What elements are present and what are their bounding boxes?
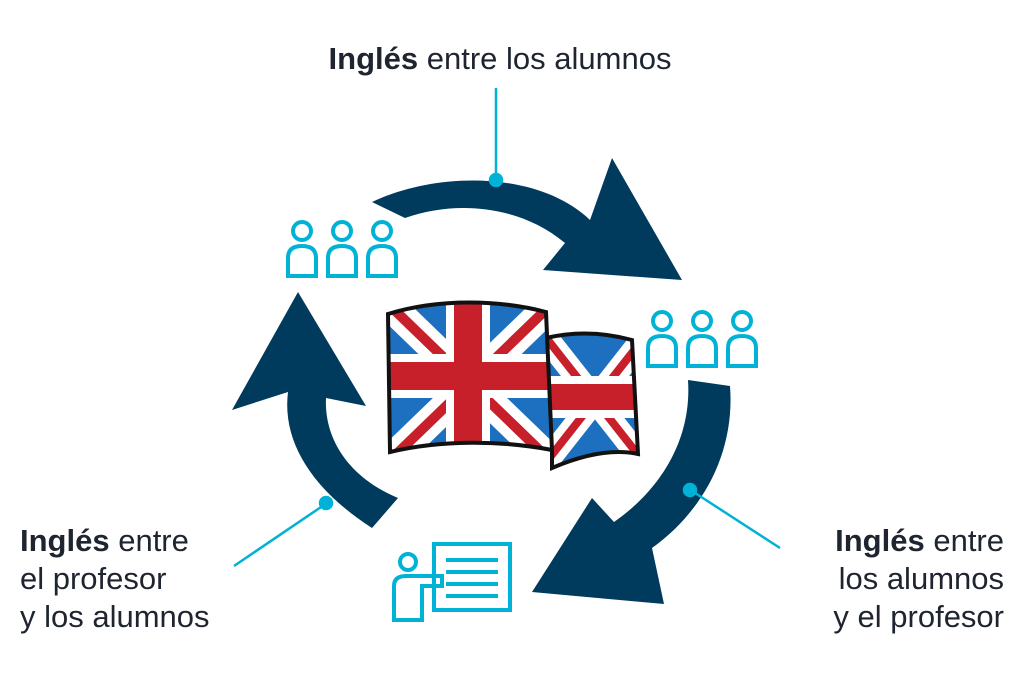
label-right-bold: Inglés bbox=[835, 523, 925, 558]
label-right: Inglés entre los alumnos y el profesor bbox=[780, 522, 1004, 636]
union-jack-flag-icon bbox=[385, 300, 641, 472]
label-right-line2: los alumnos bbox=[838, 561, 1004, 596]
connector-dot-left bbox=[318, 495, 334, 511]
label-left-bold: Inglés bbox=[20, 523, 110, 558]
label-top: Inglés entre los alumnos bbox=[0, 40, 1000, 78]
connector-line-left bbox=[233, 503, 325, 568]
connector-dot-right bbox=[682, 482, 698, 498]
connector-line-right bbox=[691, 489, 781, 550]
cycle-arrow-top bbox=[372, 158, 682, 280]
label-left: Inglés entre el profesor y los alumnos bbox=[20, 522, 210, 636]
label-left-line1-rest: entre bbox=[109, 523, 189, 558]
label-right-line3: y el profesor bbox=[833, 599, 1004, 634]
students-icon-right bbox=[646, 310, 758, 368]
label-top-bold: Inglés bbox=[328, 41, 419, 76]
students-icon bbox=[286, 220, 398, 278]
label-left-line2: el profesor bbox=[20, 561, 167, 596]
cycle-arrows-icon bbox=[232, 158, 731, 604]
connector-lines bbox=[233, 88, 781, 568]
label-left-line3: y los alumnos bbox=[20, 599, 210, 634]
cycle-arrow-right bbox=[532, 380, 731, 604]
teacher-at-board-icon bbox=[392, 542, 512, 622]
label-right-line1-rest: entre bbox=[924, 523, 1004, 558]
cycle-arrow-left bbox=[232, 292, 398, 528]
label-top-rest: entre los alumnos bbox=[418, 41, 672, 76]
connector-dot-top bbox=[488, 172, 504, 188]
